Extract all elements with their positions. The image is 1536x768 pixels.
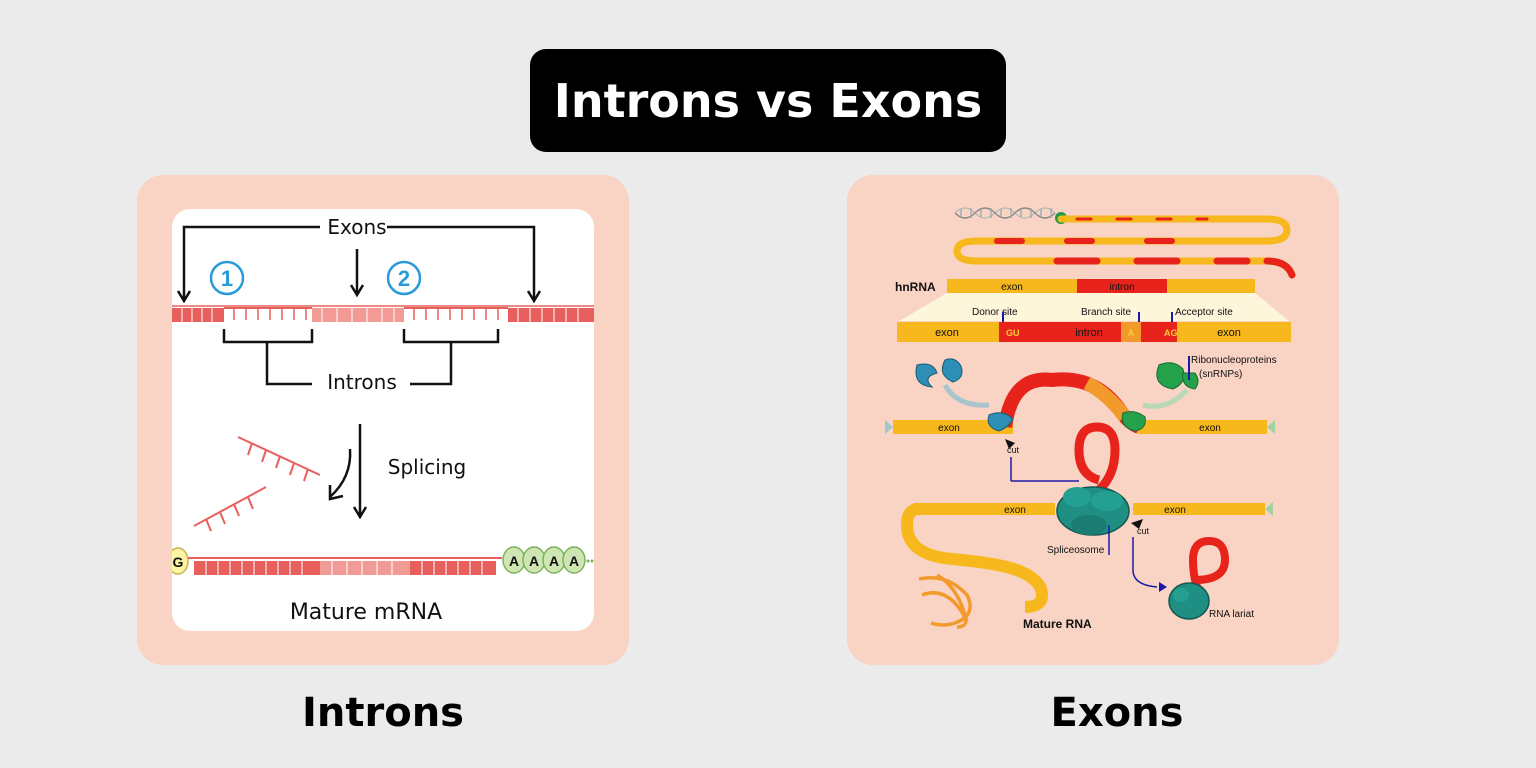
donor-site-label: Donor site — [972, 307, 1018, 318]
svg-text:exon: exon — [935, 327, 959, 339]
svg-text:A: A — [529, 553, 539, 569]
poly-a-tail: A A A A — [502, 546, 594, 574]
snrnp-green-1 — [1156, 362, 1199, 390]
mature-rna-label: Mature RNA — [1023, 617, 1092, 631]
spliceosome-label: Spliceosome — [1047, 545, 1105, 556]
svg-text:A: A — [549, 553, 559, 569]
svg-text:intron: intron — [1075, 327, 1103, 339]
zoom-wedge — [899, 293, 1289, 321]
rna-lariat — [1168, 536, 1230, 620]
cap-label: G — [173, 554, 184, 570]
exon-bar-bound: exon exon — [885, 372, 1275, 434]
snrnp-arrow-right — [1142, 388, 1189, 409]
svg-text:intron: intron — [1109, 282, 1134, 293]
introns-caption: Introns — [302, 690, 464, 736]
introns-panel: Exons 1 2 — [137, 175, 629, 665]
hnrna-bar: exon intron — [947, 279, 1255, 293]
splicing-arrows — [328, 424, 368, 520]
lariat-arrow — [1132, 537, 1158, 588]
branch-site-label: Branch site — [1081, 307, 1131, 318]
snrnps-label: (snRNPs) — [1199, 369, 1242, 380]
introns-label: Introns — [327, 370, 397, 394]
cut-marker-2 — [1131, 519, 1143, 529]
ribonucleoproteins-label: Ribonucleoproteins — [1191, 355, 1277, 366]
exons-panel: hnRNA exon intron Donor site Branch site… — [847, 175, 1339, 665]
winding-transcript — [953, 215, 1296, 279]
intron-lariat-loop — [1074, 422, 1120, 494]
expanded-gene-bar: exon GU intron A AG exon — [897, 322, 1291, 342]
svg-text:A: A — [569, 553, 579, 569]
page-title: Introns vs Exons — [530, 49, 1006, 152]
cut-marker-1 — [1005, 439, 1015, 449]
acceptor-site-label: Acceptor site — [1175, 307, 1233, 318]
hnrna-label: hnRNA — [895, 280, 936, 294]
svg-text:exon: exon — [1199, 423, 1221, 434]
cut-label-2: cut — [1137, 526, 1150, 536]
cut-label-1: cut — [1007, 445, 1020, 455]
exons-diagram: hnRNA exon intron Donor site Branch site… — [885, 207, 1296, 631]
svg-text:exon: exon — [1004, 505, 1026, 516]
cap-g — [172, 547, 189, 575]
mature-mrna-strand: G A A A A — [172, 546, 594, 575]
snrnp-arrow-left — [942, 383, 990, 408]
svg-text:AG: AG — [1164, 328, 1178, 338]
dna-helix — [954, 207, 1067, 224]
svg-text:exon: exon — [1164, 505, 1186, 516]
spliceosome — [1056, 486, 1130, 536]
svg-text:1: 1 — [221, 266, 233, 291]
svg-text:2: 2 — [398, 266, 410, 291]
splicing-label: Splicing — [388, 455, 466, 479]
pre-mrna-strand — [172, 305, 594, 322]
svg-text:A: A — [1128, 328, 1135, 338]
introns-diagram-card: Exons 1 2 — [172, 209, 594, 631]
exon-number-2: 2 — [386, 260, 422, 296]
rna-lariat-label: RNA lariat — [1209, 609, 1254, 620]
exons-label: Exons — [327, 215, 386, 239]
exon-bar-spliceosome: exon exon — [900, 502, 1273, 629]
snrnp-blue-1 — [915, 358, 963, 388]
introns-bracket — [222, 329, 500, 386]
exons-bracket — [176, 225, 542, 304]
exon-number-1: 1 — [209, 260, 245, 296]
excised-intron-1 — [237, 436, 321, 482]
svg-text:exon: exon — [938, 423, 960, 434]
svg-text:exon: exon — [1217, 327, 1241, 339]
excised-intron-2 — [193, 486, 267, 532]
svg-text:exon: exon — [1001, 282, 1023, 293]
introns-diagram: Exons 1 2 — [172, 215, 594, 625]
mature-mrna-label: Mature mRNA — [290, 600, 442, 625]
exons-caption: Exons — [1050, 690, 1184, 736]
svg-text:A: A — [509, 553, 519, 569]
svg-text:GU: GU — [1006, 328, 1020, 338]
